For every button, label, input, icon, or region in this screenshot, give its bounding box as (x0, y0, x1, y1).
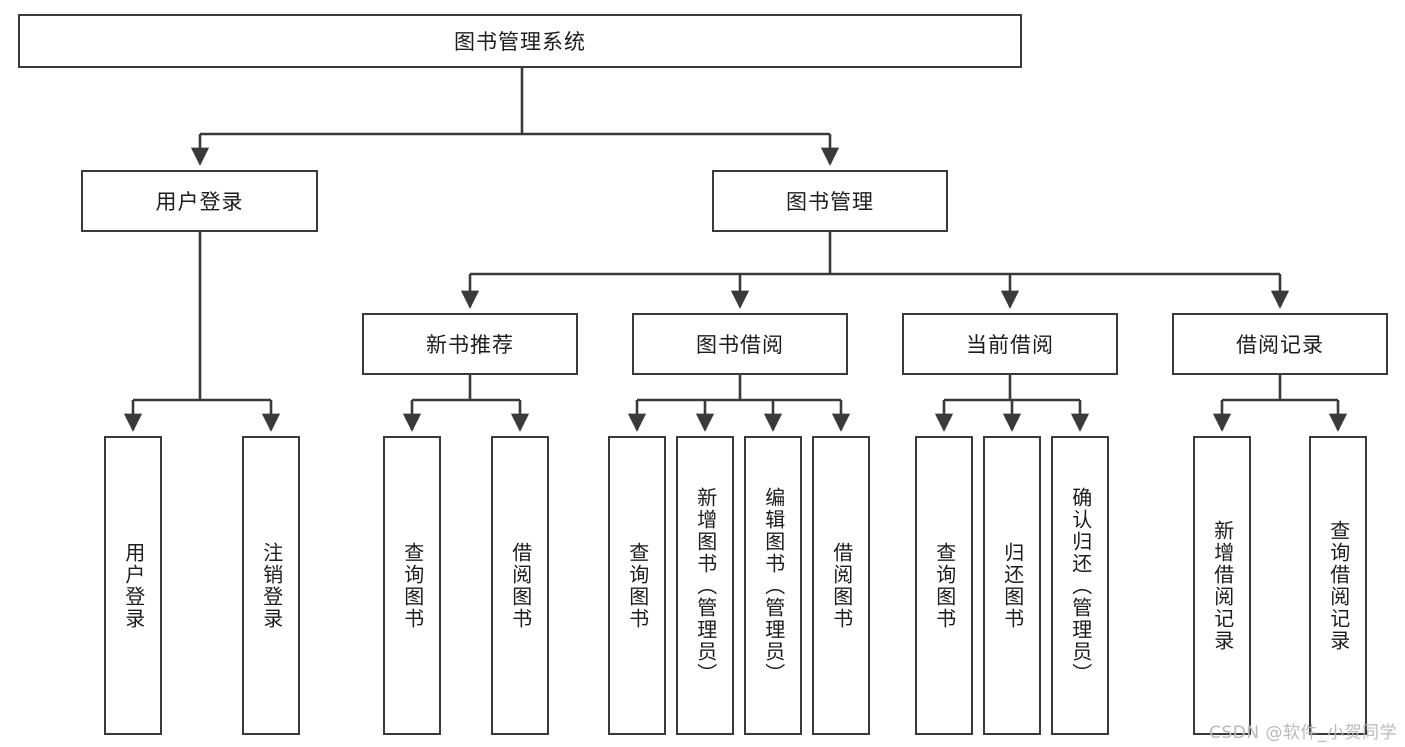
node-label: 借阅记录 (1236, 333, 1324, 357)
leaf-label: 新增图书（管理员） (693, 486, 718, 685)
leaf-current-borrow-confirm-return[interactable]: 确认归还（管理员） (1051, 436, 1109, 735)
leaf-current-borrow-return[interactable]: 归还图书 (983, 436, 1041, 735)
node-book-management[interactable]: 图书管理 (712, 170, 948, 232)
node-root-library-system[interactable]: 图书管理系统 (18, 14, 1022, 68)
leaf-borrow-record-query[interactable]: 查询借阅记录 (1309, 436, 1367, 735)
node-label: 图书借阅 (696, 333, 784, 357)
node-book-borrow[interactable]: 图书借阅 (632, 313, 848, 375)
leaf-new-book-borrow[interactable]: 借阅图书 (491, 436, 549, 735)
leaf-label: 注销登录 (259, 541, 284, 630)
node-label: 当前借阅 (966, 333, 1054, 357)
leaf-label: 确认归还（管理员） (1068, 486, 1093, 685)
leaf-current-borrow-query[interactable]: 查询图书 (915, 436, 973, 735)
leaf-borrow-record-add[interactable]: 新增借阅记录 (1193, 436, 1251, 735)
node-user-login[interactable]: 用户登录 (81, 170, 318, 232)
node-label: 图书管理 (786, 190, 874, 214)
leaf-label: 归还图书 (1000, 541, 1025, 630)
leaf-book-borrow-borrow[interactable]: 借阅图书 (812, 436, 870, 735)
leaf-label: 查询借阅记录 (1326, 519, 1351, 652)
leaf-label: 新增借阅记录 (1210, 519, 1235, 652)
leaf-user-login-login[interactable]: 用户登录 (104, 436, 162, 735)
leaf-book-borrow-edit[interactable]: 编辑图书（管理员） (744, 436, 802, 735)
node-current-borrow[interactable]: 当前借阅 (902, 313, 1118, 375)
leaf-book-borrow-add[interactable]: 新增图书（管理员） (676, 436, 734, 735)
leaf-label: 用户登录 (121, 541, 146, 630)
leaf-user-login-logout[interactable]: 注销登录 (242, 436, 300, 735)
leaf-label: 编辑图书（管理员） (761, 486, 786, 685)
leaf-new-book-query[interactable]: 查询图书 (383, 436, 441, 735)
node-borrow-record[interactable]: 借阅记录 (1172, 313, 1388, 375)
leaf-book-borrow-query[interactable]: 查询图书 (608, 436, 666, 735)
leaf-label: 借阅图书 (508, 541, 533, 630)
leaf-label: 查询图书 (932, 541, 957, 630)
node-label: 图书管理系统 (454, 30, 586, 54)
node-new-book-recommend[interactable]: 新书推荐 (362, 313, 578, 375)
leaf-label: 查询图书 (400, 541, 425, 630)
node-label: 用户登录 (155, 190, 244, 214)
leaf-label: 查询图书 (625, 541, 650, 630)
node-label: 新书推荐 (426, 333, 514, 357)
leaf-label: 借阅图书 (829, 541, 854, 630)
